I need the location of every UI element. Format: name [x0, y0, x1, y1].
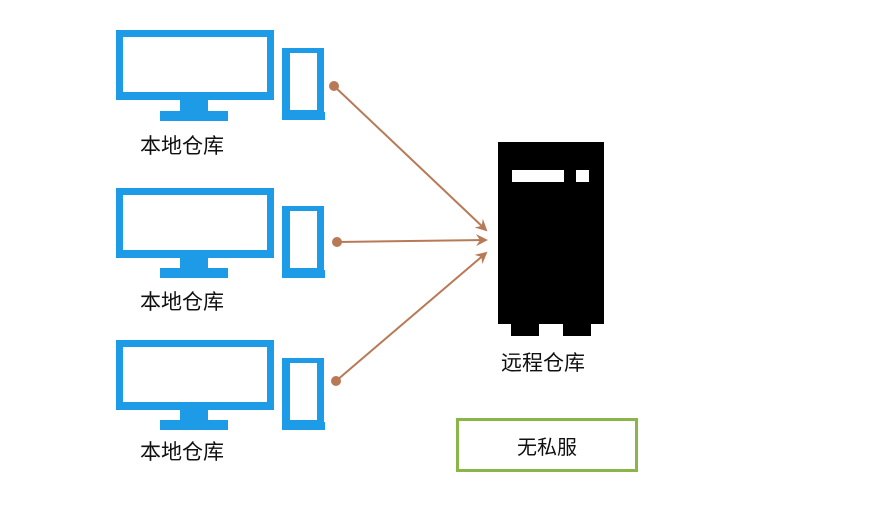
server-icon — [498, 142, 604, 336]
desktop-computer-icon — [116, 30, 325, 121]
connector-arrow — [331, 251, 488, 386]
connector-arrow — [329, 81, 488, 232]
connector-arrow — [332, 234, 488, 247]
remote-repo-label: 远程仓库 — [501, 351, 585, 375]
local-repo-label: 本地仓库 — [140, 134, 224, 158]
desktop-computer-icon — [116, 340, 325, 430]
local-repo-label: 本地仓库 — [140, 440, 224, 464]
nexus-label: 无私服 — [517, 434, 577, 459]
desktop-computer-icon — [116, 188, 325, 278]
nexus-box: 无私服 — [456, 418, 638, 472]
local-repo-label: 本地仓库 — [140, 290, 224, 314]
